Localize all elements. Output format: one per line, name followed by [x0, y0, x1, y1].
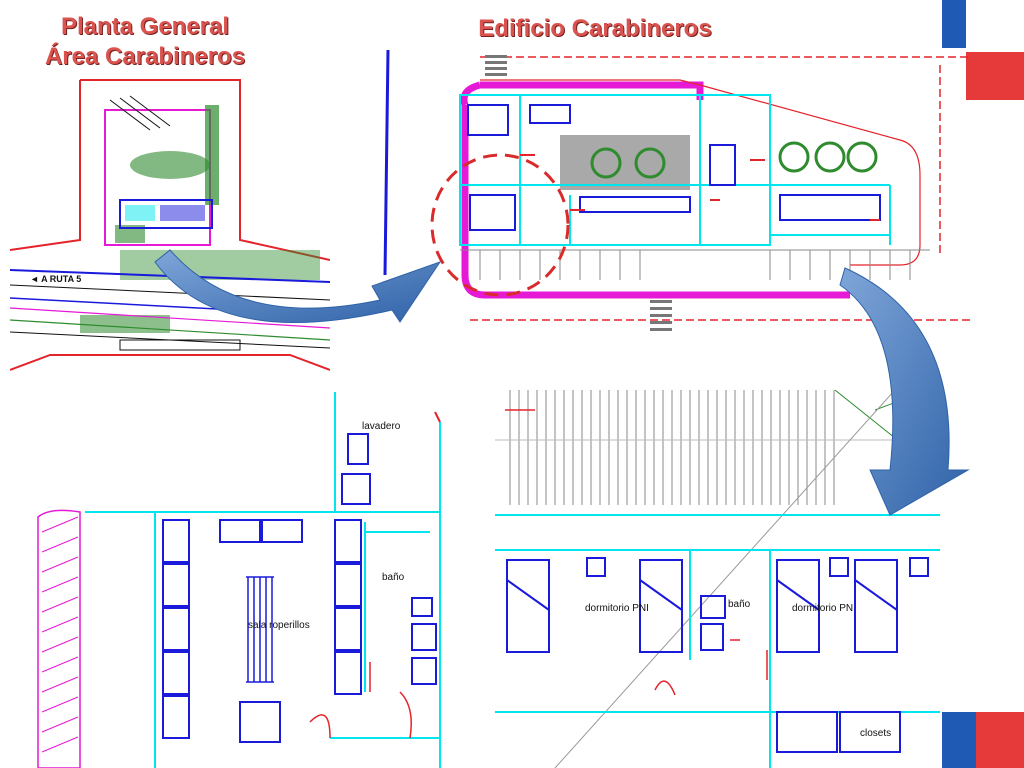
locker-room-label: sala roperillos — [248, 620, 310, 631]
bath-right-label: baño — [728, 599, 751, 610]
bath-left-label: baño — [382, 572, 405, 583]
dormitory-detail: dormitorio PNI baño dormitorio PN closet… — [495, 390, 940, 768]
site-plan: ◄ A RUTA 5 — [10, 70, 330, 375]
title-line-1: Planta General — [60, 13, 230, 40]
dorm-right-label: dormitorio PN — [792, 603, 854, 614]
title-edificio: Edificio Carabineros — [478, 15, 712, 42]
locker-room-detail: lavadero baño sala roperillos — [30, 392, 450, 768]
flag-decoration-bottom — [942, 712, 1024, 768]
title-planta-general: Planta General Área Carabineros — [10, 12, 280, 72]
road-label: ◄ A RUTA 5 — [30, 274, 82, 284]
closets-label: closets — [860, 728, 892, 739]
title-line-2: Área Carabineros — [44, 43, 246, 70]
flag-decoration-top — [942, 0, 1024, 100]
dorm-left-label: dormitorio PNI — [585, 603, 649, 614]
lavadero-label: lavadero — [362, 421, 401, 432]
building-plan — [370, 45, 970, 345]
